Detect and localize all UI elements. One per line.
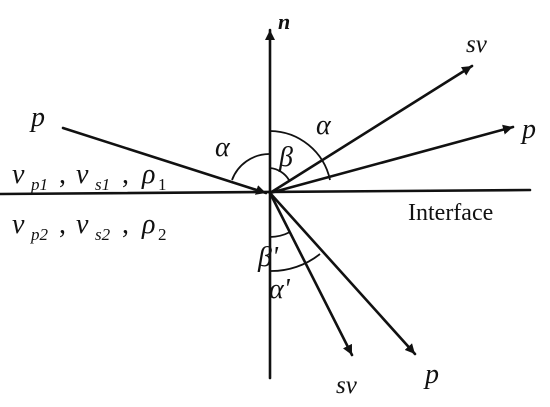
transmitted-sv-ray	[268, 191, 354, 357]
medium2-rho-symbol: ρ	[141, 209, 155, 240]
incident-p-ray	[61, 126, 268, 195]
medium1-vs-symbol: v	[76, 159, 89, 190]
medium1-vp-subscript: p1	[30, 175, 48, 194]
medium2-vp-subscript: p2	[30, 225, 49, 244]
reflected-p-angle-arc	[269, 130, 331, 181]
medium1-rho-symbol: ρ	[141, 159, 155, 190]
medium2-vs-subscript: s2	[95, 225, 111, 244]
medium2-rho-subscript: 2	[158, 225, 167, 244]
normal-label: n	[278, 9, 290, 34]
reflected-sv-ray	[268, 64, 474, 195]
transmitted-sv-angle-arc	[269, 231, 291, 238]
medium1-properties: v p1 , v s1 , ρ 1	[12, 159, 167, 194]
reflected-sv-label: sv	[466, 31, 488, 58]
incident-angle-arc	[231, 153, 270, 181]
beta-transmitted-label: β'	[257, 242, 279, 273]
medium2-comma-1: ,	[59, 209, 66, 240]
medium2-vp-symbol: v	[12, 209, 25, 240]
beta-reflected-label: β	[278, 142, 293, 173]
medium1-rho-subscript: 1	[158, 175, 167, 194]
transmitted-p-angle-arc	[269, 253, 321, 272]
alpha-transmitted-label: α'	[269, 274, 291, 305]
interface-label: Interface	[408, 200, 493, 226]
transmitted-p-label: p	[423, 359, 439, 390]
incident-p-label: p	[29, 102, 45, 133]
medium1-vs-subscript: s1	[95, 175, 110, 194]
medium1-vp-symbol: v	[12, 159, 25, 190]
medium2-properties: v p2 , v s2 , ρ 2	[12, 209, 167, 244]
reflected-p-label: p	[520, 114, 536, 145]
medium2-vs-symbol: v	[76, 209, 89, 240]
reflected-p-ray	[268, 124, 515, 195]
reflected-sv-angle-arc	[269, 167, 290, 181]
medium1-comma-2: ,	[122, 159, 129, 190]
medium1-comma-1: ,	[59, 159, 66, 190]
alpha-incident-label: α	[215, 132, 231, 163]
transmitted-p-ray	[268, 191, 417, 356]
transmitted-sv-label: sv	[336, 372, 358, 399]
alpha-reflected-label: α	[316, 110, 332, 141]
medium2-comma-2: ,	[122, 209, 129, 240]
